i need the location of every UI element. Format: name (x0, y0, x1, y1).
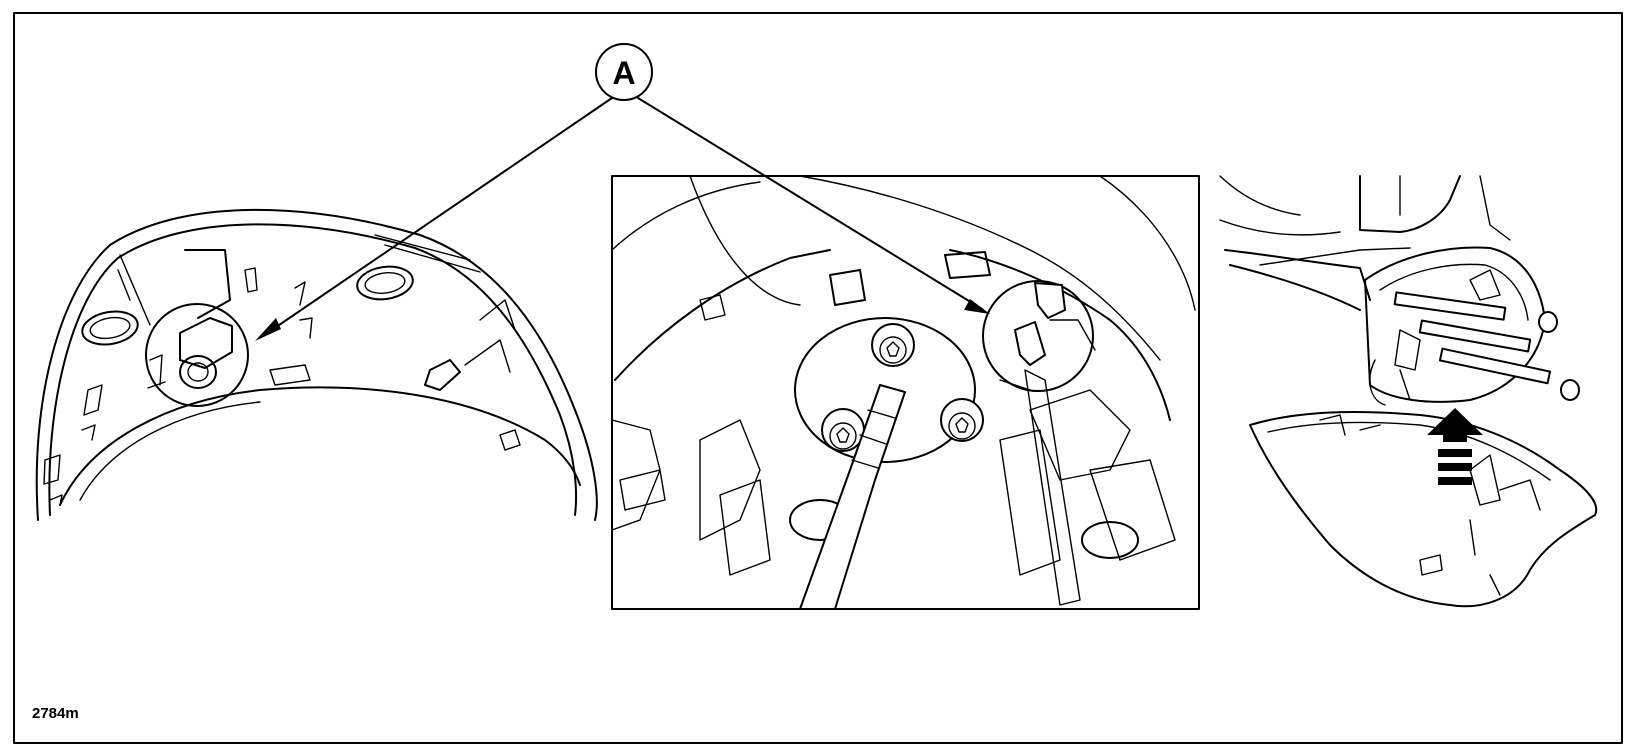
callout-letter: A (612, 55, 635, 91)
center-panel-frame (611, 175, 1200, 610)
right-panel-mechanism-view (1219, 175, 1598, 608)
callout-a: A (255, 43, 990, 341)
arrowhead-left (255, 318, 281, 341)
left-panel-cover-view (35, 208, 598, 521)
leader-line-left (262, 97, 613, 337)
center-panel-screws-view (611, 175, 1200, 610)
leader-line-right (637, 97, 983, 310)
figure-code: 2784m (32, 705, 79, 722)
outer-frame (13, 12, 1623, 744)
arrowhead-right (964, 299, 990, 314)
callout-circle (595, 43, 653, 101)
